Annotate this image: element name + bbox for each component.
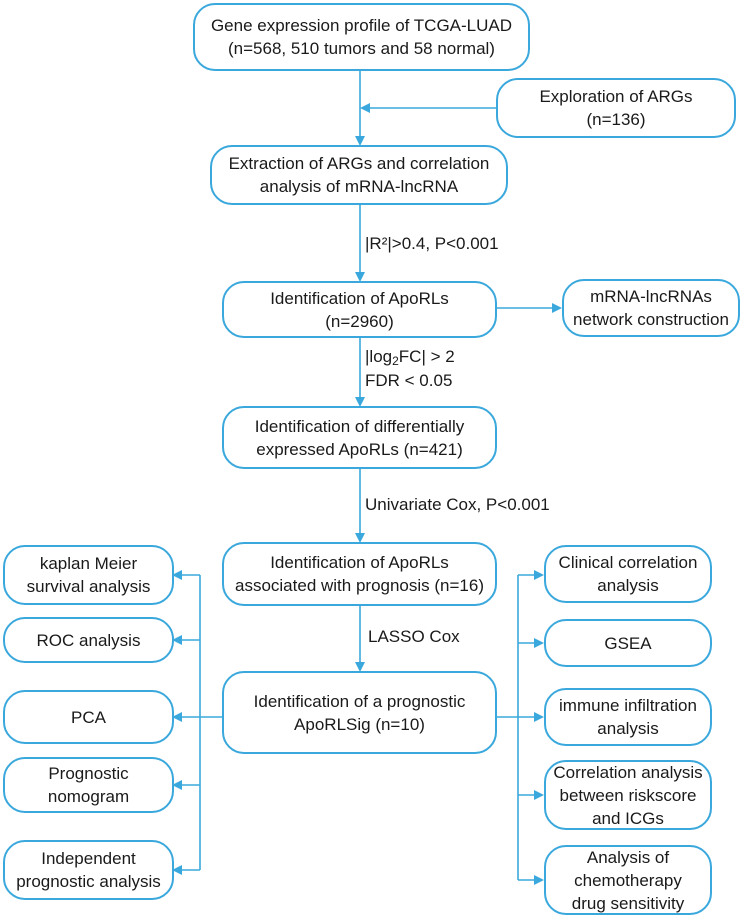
fdr-label: FDR < 0.05 <box>365 371 453 390</box>
signature-box: Identification of a prognostic ApoRLSig … <box>222 671 497 754</box>
univariate-label: Univariate Cox, P<0.001 <box>365 495 550 514</box>
clinical-correlation-box: Clinical correlation analysis <box>544 545 712 603</box>
network-box: mRNA-lncRNAs network construction <box>562 279 740 337</box>
exploration-box: Exploration of ARGs (n=136) <box>496 78 736 138</box>
pca-box: PCA <box>3 690 174 744</box>
logfc-suffix: FC| > 2 <box>398 347 455 366</box>
nomogram-box: Prognostic nomogram <box>3 757 174 813</box>
chemotherapy-box: Analysis of chemotherapy drug sensitivit… <box>544 845 712 915</box>
gsea-box: GSEA <box>544 619 712 667</box>
differential-box: Identification of differentially express… <box>222 406 497 469</box>
identification-aporls-box: Identification of ApoRLs (n=2960) <box>222 281 497 338</box>
logfc-prefix: |log <box>365 347 393 366</box>
correlation-filter-label: |R²|>0.4, P<0.001 <box>365 234 499 253</box>
prognosis-box: Identification of ApoRLs associated with… <box>222 542 497 606</box>
logfc-label: |log2FC| > 2 <box>365 346 455 368</box>
roc-analysis-box: ROC analysis <box>3 617 174 663</box>
correlation-icg-box: Correlation analysis between riskscore a… <box>544 760 712 830</box>
gene-expression-box: Gene expression profile of TCGA-LUAD (n=… <box>193 3 530 71</box>
independent-prognostic-box: Independent prognostic analysis <box>3 840 174 900</box>
lasso-label: LASSO Cox <box>368 627 460 646</box>
extraction-box: Extraction of ARGs and correlation analy… <box>210 145 508 205</box>
immune-infiltration-box: immune infiltration analysis <box>544 688 712 746</box>
logfc-subscript: 2 <box>392 354 399 368</box>
kaplan-meier-box: kaplan Meier survival analysis <box>3 545 174 605</box>
